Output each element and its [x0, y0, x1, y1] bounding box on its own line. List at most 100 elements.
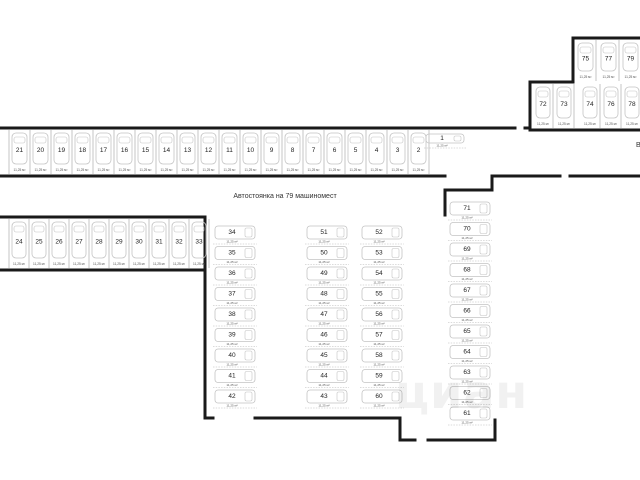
spot-area: 11,25 м²: [605, 122, 617, 126]
spot-area: 11,25 м²: [308, 168, 320, 172]
spot-number: 9: [270, 147, 274, 154]
spot-number: 1: [440, 135, 444, 142]
spot-number: 25: [35, 239, 43, 246]
spot-number: 26: [55, 239, 63, 246]
spot-number: 19: [58, 147, 66, 154]
spot-area: 11,25 м²: [373, 301, 384, 305]
spot-number: 11: [226, 147, 233, 154]
spot-number: 43: [320, 393, 328, 400]
spot-area: 11,25 м²: [33, 262, 45, 266]
edge-label: В: [636, 142, 640, 149]
car-icon: [11, 221, 27, 259]
car-icon: [556, 86, 572, 119]
spot-number: 5: [354, 147, 358, 154]
spot-area: 11,25 м²: [161, 168, 173, 172]
spot-area: 11,25 м²: [373, 363, 384, 367]
spot-number: 20: [37, 147, 45, 154]
car-icon: [449, 201, 491, 216]
spot-number: 52: [375, 229, 383, 236]
spot-area: 11,25 м²: [226, 322, 237, 326]
car-icon: [535, 86, 551, 119]
parking-spot: 45 11,25 м²: [305, 348, 349, 368]
spot-number: 44: [320, 373, 328, 380]
spot-area: 11,25 м²: [413, 168, 425, 172]
spot-number: 66: [463, 308, 471, 315]
spot-area: 11,25 м²: [461, 359, 472, 363]
spot-number: 16: [121, 147, 129, 154]
car-icon: [31, 221, 47, 259]
car-icon: [361, 369, 403, 383]
car-icon: [600, 42, 617, 72]
spot-area: 11,25 м²: [226, 383, 237, 387]
spot-number: 53: [375, 250, 383, 257]
car-icon: [71, 221, 87, 259]
spot-number: 68: [463, 267, 471, 274]
parking-spot: 211,25 м²: [410, 130, 430, 174]
car-icon: [306, 307, 348, 322]
car-icon: [361, 246, 403, 260]
car-icon: [449, 263, 491, 277]
car-icon: [214, 348, 256, 363]
parking-spot: 39 11,25 м²: [213, 328, 257, 347]
spot-number: 65: [463, 328, 471, 335]
parking-spot: 511,25 м²: [347, 130, 367, 174]
car-icon: [624, 86, 640, 119]
wall-center-bottom: [253, 416, 497, 442]
parking-spot: 25 11,25 м²: [31, 219, 50, 268]
car-icon: [449, 386, 491, 400]
car-icon: [242, 132, 259, 165]
spot-area: 11,25 м²: [318, 363, 329, 367]
spot-area: 11,25 м²: [461, 318, 472, 322]
spot-area: 11,25 м²: [318, 301, 329, 305]
spot-number: 39: [228, 332, 236, 339]
car-icon: [95, 132, 112, 165]
spot-number: 45: [320, 352, 328, 359]
car-icon: [622, 42, 639, 72]
spot-area: 11,25 м²: [580, 75, 592, 79]
spot-area: 11,25 м²: [373, 404, 384, 408]
car-icon: [361, 307, 403, 322]
spot-number: 28: [95, 239, 103, 246]
spot-number: 18: [79, 147, 87, 154]
car-icon: [214, 225, 256, 240]
car-icon: [191, 221, 207, 259]
car-icon: [137, 132, 154, 165]
spot-area: 11,25 м²: [318, 383, 329, 387]
spot-number: 33: [195, 239, 203, 246]
car-icon: [116, 132, 133, 165]
parking-spot: 26 11,25 м²: [51, 219, 70, 268]
spot-area: 11,25 м²: [371, 168, 383, 172]
spot-number: 60: [375, 393, 383, 400]
car-icon: [577, 42, 594, 72]
spot-area: 11,25 м²: [153, 262, 165, 266]
spot-number: 74: [586, 101, 594, 108]
spot-number: 3: [396, 147, 400, 154]
walls: [0, 36, 640, 442]
car-icon: [214, 266, 256, 281]
spot-number: 78: [628, 101, 636, 108]
spot-area: 11,25 м²: [53, 262, 65, 266]
spot-area: 11,25 м²: [226, 342, 237, 346]
spot-area: 11,25 м²: [14, 168, 26, 172]
spot-number: 75: [582, 56, 590, 63]
car-icon: [306, 389, 348, 404]
car-icon: [11, 132, 28, 165]
spot-area: 11,25 м²: [436, 144, 447, 148]
spot-number: 67: [463, 287, 471, 294]
spot-area: 11,25 м²: [373, 322, 384, 326]
car-icon: [111, 221, 127, 259]
